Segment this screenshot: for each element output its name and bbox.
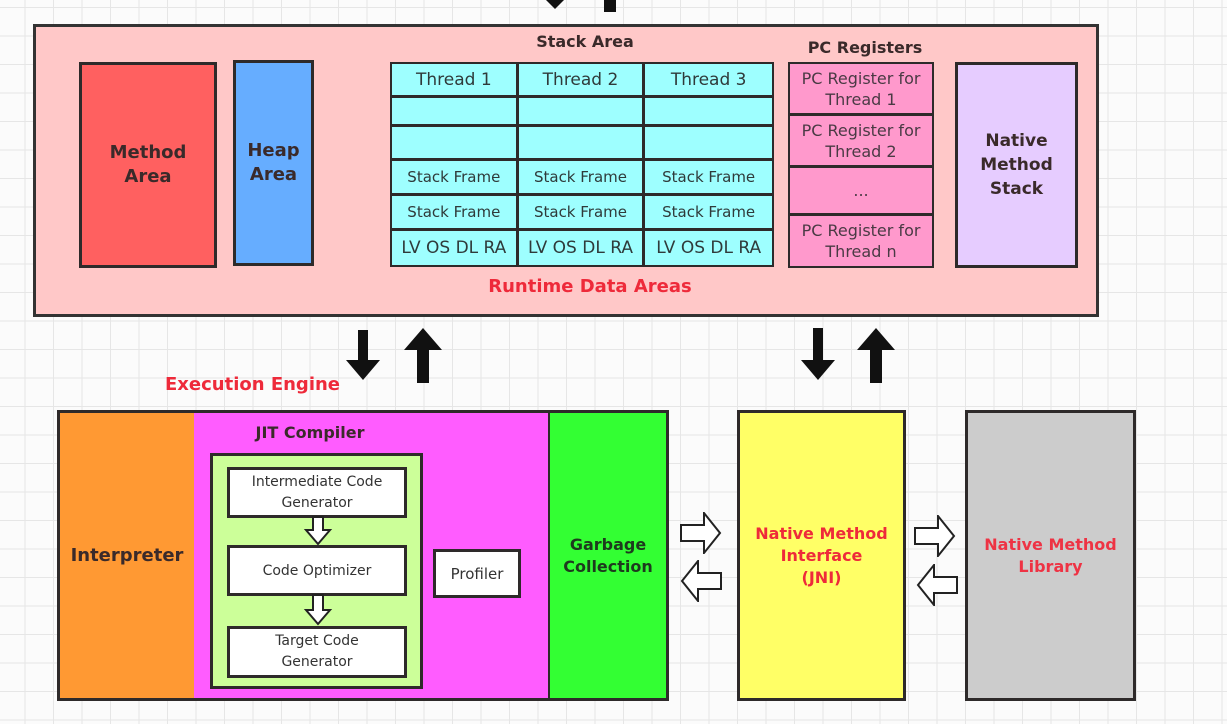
interpreter-label: Interpreter	[70, 545, 184, 566]
target-code-generator: Target Code Generator	[227, 626, 407, 678]
stack-frame-cell: Stack Frame	[518, 196, 646, 231]
stack-frame-cell: Stack Frame	[645, 196, 772, 231]
method-area-label: Method Area	[109, 142, 187, 187]
profiler: Profiler	[433, 549, 521, 598]
jit-compiler-title: JIT Compiler	[255, 423, 365, 442]
stack-frame-cell: Stack Frame	[392, 196, 519, 231]
stack-frame-cell: Stack Frame	[645, 161, 772, 196]
arrow-up-icon	[402, 328, 444, 384]
native-method-interface: Native Method Interface (JNI)	[737, 410, 906, 701]
thread-header: Thread 2	[518, 64, 646, 98]
hollow-arrow-down-icon	[303, 594, 333, 626]
local-vars-cell: LV OS DL RA	[656, 238, 762, 258]
intermediate-code-generator: Intermediate Code Generator	[227, 467, 407, 518]
pc-register: PC Register for Thread n	[801, 221, 921, 261]
hollow-arrow-left-icon	[680, 560, 722, 602]
thread-header: Thread 3	[645, 64, 772, 98]
heap-area: Heap Area	[233, 60, 314, 266]
hollow-arrow-right-icon	[680, 512, 722, 554]
empty-frame-cell	[392, 127, 519, 161]
execution-engine-title: Execution Engine	[165, 374, 341, 395]
empty-frame-cell	[645, 127, 772, 161]
stack-frame-cell: Stack Frame	[392, 161, 519, 196]
thread-header: Thread 1	[392, 64, 519, 98]
empty-frame-cell	[645, 98, 772, 127]
top-arrow-down-icon	[544, 0, 566, 10]
empty-frame-cell	[392, 98, 519, 127]
top-arrow-up-icon	[604, 0, 616, 12]
arrow-up-icon	[855, 328, 897, 384]
hollow-arrow-right-icon	[914, 515, 956, 557]
empty-frame-cell	[518, 127, 646, 161]
arrow-down-icon	[798, 328, 838, 382]
local-vars-cell: LV OS DL RA	[519, 231, 646, 265]
pc-register: PC Register for Thread 1	[790, 64, 932, 116]
arrow-down-icon	[343, 330, 383, 382]
local-vars-cell: LV OS DL RA	[392, 231, 519, 265]
native-method-stack: Native Method Stack	[955, 62, 1078, 268]
heap-area-label: Heap Area	[247, 140, 300, 185]
pc-registers-title: PC Registers	[807, 38, 923, 57]
garbage-collection: Garbage Collection	[548, 410, 669, 701]
native-method-library: Native Method Library	[965, 410, 1136, 701]
code-optimizer: Code Optimizer	[227, 545, 407, 596]
stack-frame-cell: Stack Frame	[518, 161, 646, 196]
native-method-stack-label: Native Method Stack	[980, 131, 1053, 199]
pc-register: PC Register for Thread 2	[790, 116, 932, 168]
stack-area-title: Stack Area	[536, 32, 634, 51]
pc-register-ellipsis: ...	[790, 168, 932, 216]
hollow-arrow-down-icon	[303, 516, 333, 546]
hollow-arrow-left-icon	[916, 564, 958, 606]
interpreter: Interpreter	[57, 410, 196, 701]
runtime-data-areas-title: Runtime Data Areas	[488, 276, 692, 297]
empty-frame-cell	[518, 98, 646, 127]
method-area: Method Area	[79, 62, 217, 268]
